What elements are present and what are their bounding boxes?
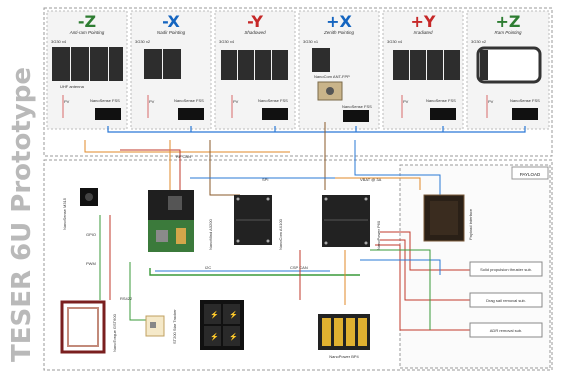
solar-panel: [410, 50, 426, 80]
solar-panel: [272, 50, 288, 80]
faces-region: [43, 7, 553, 157]
face-sensor-label: NanoSense FSS: [342, 104, 372, 109]
solar-panel: [144, 49, 162, 79]
solar-panel: [52, 47, 70, 81]
fss-board: [262, 108, 288, 120]
fss-board: [95, 108, 121, 120]
face-solar-label: 3G30 x4: [51, 39, 67, 44]
face-axis-label: -X: [162, 12, 180, 31]
face-solar-label: 3G30 x2: [135, 39, 151, 44]
wire-label: RS422: [120, 296, 133, 301]
face-axis-label: -Y: [247, 12, 263, 31]
wire-label: CSP CAN: [290, 265, 308, 270]
face-subtitle: Shadowed: [244, 30, 266, 35]
payload-item: [469, 261, 543, 277]
obc-pcb: [148, 220, 194, 252]
obc-label: NanoMind A3200: [208, 219, 213, 250]
pv-lines: [62, 95, 488, 118]
solar-panel: [163, 49, 181, 79]
face-solar-label: 3G30 x2: [471, 39, 487, 44]
solar-panel-frame: [476, 46, 542, 84]
wire-label: I2C: [205, 265, 211, 270]
face-minus-z: -Z Anti-ram Pointing 3G30 x4 UHF antenna…: [46, 10, 128, 130]
bus-wires: [84, 122, 470, 331]
face-subtitle: Zenith Pointing: [323, 30, 355, 35]
radio-label: NanoCom AX100: [278, 218, 283, 250]
bolt-icon: ⚡: [229, 332, 238, 341]
fss-board: [512, 108, 538, 120]
face-solar-label: 3G30 x4: [219, 39, 235, 44]
payload-item: [469, 322, 543, 338]
face-solar-label: 3G30 x1: [303, 39, 319, 44]
gps-antenna-icon: [85, 193, 93, 201]
i2c-bus-top: [107, 126, 526, 133]
solar-panel: [255, 50, 271, 80]
face-axis-label: -Z: [78, 12, 96, 31]
face-sensor-label: NanoSense FSS: [510, 98, 540, 103]
face-sensor-label: NanoSense FSS: [90, 98, 120, 103]
fss-board: [343, 110, 369, 122]
payload-item: [469, 292, 543, 308]
fss-board: [430, 108, 456, 120]
face-axis-label: +X: [326, 12, 352, 31]
face-subtitle: Anti-ram Pointing: [69, 30, 105, 35]
payload-item-label: Solid propulsion thruster sub.: [480, 267, 532, 272]
bolt-icon: ⚡: [210, 332, 219, 341]
face-subtitle: Irradiated: [413, 30, 433, 35]
solar-panel: [427, 50, 443, 80]
bolt-icon: ⚡: [229, 310, 238, 319]
face-extra-label: NanoCom ANT-FPP: [314, 74, 350, 79]
solar-panel: [71, 47, 89, 81]
payload-item-label: Drag sail removal sub.: [486, 298, 526, 303]
diagram-title: TESER 6U Prototype: [7, 67, 37, 362]
pv-label: PV: [488, 99, 494, 104]
solar-panel: [90, 47, 108, 81]
face-sensor-label: NanoSense FSS: [426, 98, 456, 103]
face-extra-label: UHF antenna: [60, 84, 85, 89]
solar-panel: [221, 50, 237, 80]
face-axis-label: +Y: [411, 12, 436, 31]
wire-label: RF CAN: [176, 154, 191, 159]
solar-panel: [480, 50, 488, 80]
bolt-icon: ⚡: [210, 310, 219, 319]
wire-label: PWM: [86, 261, 96, 266]
payload-label: PAYLOAD: [520, 172, 541, 177]
pv-label: PV: [403, 99, 409, 104]
face-sensor-label: NanoSense FSS: [258, 98, 288, 103]
face-subtitle: Ram Pointing: [494, 30, 522, 35]
face-axis-label: +Z: [495, 12, 520, 31]
payload-board-label: Payload Interface: [468, 208, 473, 240]
pv-label: PV: [149, 99, 155, 104]
solar-panel: [238, 50, 254, 80]
face-plus-x: +X Zenith Pointing 3G30 x1 NanoCom ANT-F…: [298, 10, 380, 130]
magnetorquer-label: NanoTorque GST600: [112, 313, 117, 352]
face-sensor-label: NanoSense FSS: [174, 98, 204, 103]
pv-label: PV: [64, 99, 70, 104]
fss-sensors: [95, 108, 538, 122]
eps-label: NanoPower P60: [376, 220, 381, 250]
solar-panel: [312, 48, 330, 72]
payload-item-label: ADR removal sub.: [490, 328, 522, 333]
wire-label: VBAT @ 3A: [360, 177, 382, 182]
solar-panel: [444, 50, 460, 80]
wire-label: GPIO: [86, 232, 96, 237]
solar-panel: [109, 47, 123, 81]
pv-label: PV: [233, 99, 239, 104]
fss-board: [178, 108, 204, 120]
face-subtitle: Nadir Pointing: [157, 30, 186, 35]
face-plus-z: +Z Ram Pointing 3G30 x2 NanoSense FSS: [466, 10, 550, 130]
eps-board: [322, 195, 370, 247]
star-tracker-label: ST200 Star Tracker: [172, 309, 177, 344]
face-solar-label: 3G30 x4: [387, 39, 403, 44]
battery-label: NanoPower BP4: [329, 354, 359, 359]
wire-label: SPI: [262, 177, 268, 182]
gps-label: NanoSense M315: [62, 197, 67, 230]
solar-panel: [393, 50, 409, 80]
antenna-connector: [326, 87, 334, 95]
bus-region: [43, 159, 553, 371]
